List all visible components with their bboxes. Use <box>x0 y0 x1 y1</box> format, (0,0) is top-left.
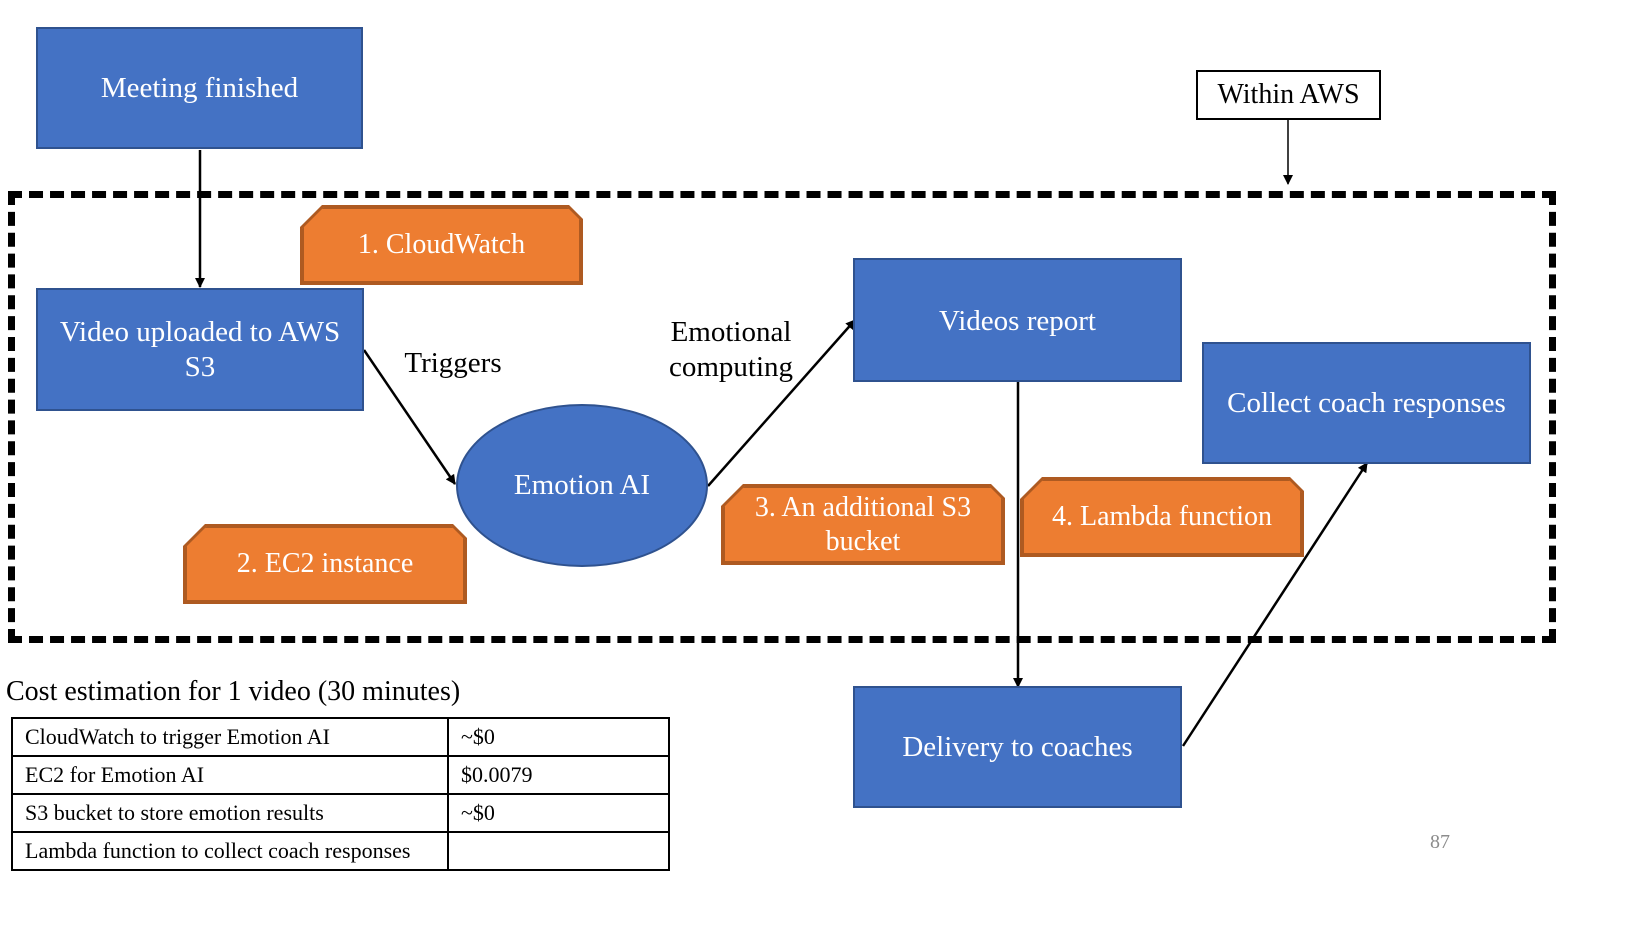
within-aws-text: Within AWS <box>1217 79 1360 110</box>
cost-item: CloudWatch to trigger Emotion AI <box>11 717 449 757</box>
page-number: 87 <box>1430 831 1450 853</box>
delivery-to-coaches-text: Delivery to coaches <box>902 730 1133 763</box>
cost-estimation-title: Cost estimation for 1 video (30 minutes) <box>6 676 461 707</box>
cost-table: CloudWatch to trigger Emotion AI ~$0 EC2… <box>11 717 670 871</box>
videos-report-text: Videos report <box>939 305 1096 337</box>
lambda-text: 4. Lambda function <box>1051 501 1273 533</box>
table-row: EC2 for Emotion AI $0.0079 <box>11 755 670 795</box>
cost-value: ~$0 <box>447 793 670 833</box>
cost-item: Lambda function to collect coach respons… <box>11 831 449 871</box>
table-row: CloudWatch to trigger Emotion AI ~$0 <box>11 717 670 757</box>
cloudwatch-service: 1. CloudWatch <box>302 207 581 283</box>
videos-report-node: Videos report <box>853 258 1182 382</box>
arrow-delivery-to-collect <box>1181 462 1369 747</box>
table-row: Lambda function to collect coach respons… <box>11 831 670 871</box>
lambda-service: 4. Lambda function <box>1022 479 1302 555</box>
cost-item: EC2 for Emotion AI <box>11 755 449 795</box>
arrow-emotion-ai-to-report <box>707 319 856 487</box>
arrow-upload-to-emotion-ai <box>362 349 457 485</box>
meeting-finished-text: Meeting finished <box>100 71 299 104</box>
cost-value: ~$0 <box>447 717 670 757</box>
table-row: S3 bucket to store emotion results ~$0 <box>11 793 670 833</box>
cost-value <box>447 831 670 871</box>
emotion-ai-text: Emotion AI <box>513 469 651 502</box>
video-uploaded-text: Video uploaded to AWS S3 <box>59 315 341 383</box>
within-aws-label: Within AWS <box>1196 70 1381 120</box>
meeting-finished-node: Meeting finished <box>36 27 363 149</box>
s3-bucket-text: 3. An additional S3 bucket <box>754 491 972 557</box>
delivery-to-coaches-node: Delivery to coaches <box>853 686 1182 808</box>
ec2-service: 2. EC2 instance <box>185 526 465 602</box>
emotion-ai-node: Emotion AI <box>456 404 708 567</box>
cost-value: $0.0079 <box>447 755 670 795</box>
s3-bucket-service: 3. An additional S3 bucket <box>723 486 1003 563</box>
collect-coach-responses-text: Collect coach responses <box>1227 386 1506 419</box>
aws-boundary <box>8 191 1556 643</box>
cost-item: S3 bucket to store emotion results <box>11 793 449 833</box>
emotional-computing-label: Emotional computing <box>668 316 794 384</box>
collect-coach-responses-node: Collect coach responses <box>1202 342 1531 464</box>
triggers-label: Triggers <box>404 347 502 379</box>
video-uploaded-node: Video uploaded to AWS S3 <box>36 288 364 411</box>
cloudwatch-text: 1. CloudWatch <box>357 229 526 261</box>
ec2-text: 2. EC2 instance <box>236 548 414 580</box>
